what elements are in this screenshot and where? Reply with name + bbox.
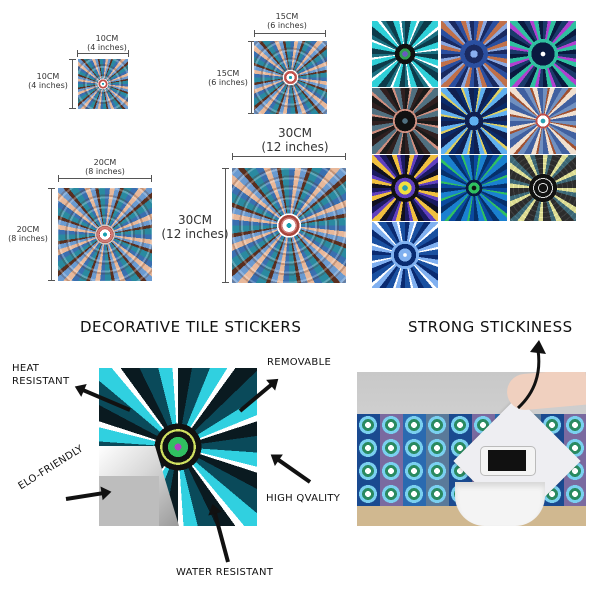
- backing-paper: [99, 476, 159, 526]
- pattern-tile-4[interactable]: [372, 88, 438, 154]
- height-inches: (4 inches): [28, 81, 68, 90]
- width-label-10cm: 10CM (4 inches): [82, 34, 132, 52]
- width-inches: (6 inches): [267, 21, 307, 30]
- width-cm: 10CM: [95, 34, 119, 43]
- tile-image-20cm: [58, 188, 152, 281]
- pattern-options-grid: [372, 21, 582, 291]
- width-dimension-line: [232, 153, 346, 160]
- curved-arrow-icon: [516, 340, 546, 410]
- width-label-15cm: 15CM (6 inches): [262, 12, 312, 30]
- pattern-tile-6[interactable]: [510, 88, 576, 154]
- height-cm: 10CM: [36, 72, 60, 81]
- height-cm: 30CM: [177, 213, 212, 227]
- height-inches: (6 inches): [208, 78, 248, 87]
- width-cm: 20CM: [93, 158, 117, 167]
- height-dimension-line: [69, 59, 76, 109]
- pattern-tile-3[interactable]: [510, 21, 576, 87]
- height-dimension-line: [248, 41, 255, 114]
- label-line-2: RESISTANT: [12, 376, 70, 387]
- phone: [480, 446, 536, 476]
- width-inches: (12 inches): [261, 140, 329, 154]
- height-dimension-line: [222, 168, 229, 283]
- pattern-tile-9[interactable]: [510, 155, 576, 221]
- stickiness-photo: [357, 372, 586, 526]
- stickiness-title: STRONG STICKINESS: [408, 318, 573, 336]
- feature-tile-image: [99, 368, 257, 526]
- feature-high-quality: HIGH QVALITY: [266, 493, 341, 504]
- tile-image-10cm: [78, 59, 128, 109]
- pattern-tile-9-ring: [510, 155, 576, 221]
- feature-heat-resistant: HEAT RESISTANT: [12, 362, 69, 388]
- height-inches: (12 inches): [161, 227, 229, 241]
- width-inches: (8 inches): [85, 167, 125, 176]
- width-dimension-line: [77, 50, 129, 57]
- height-label-10cm: 10CM (4 inches): [26, 72, 70, 90]
- feature-water-resistant: WATER RESISTANT: [176, 567, 274, 578]
- tile-image-15cm: [254, 41, 327, 114]
- width-inches: (4 inches): [87, 43, 127, 52]
- width-dimension-line: [254, 30, 326, 37]
- width-label-30cm: 30CM (12 inches): [255, 126, 335, 154]
- features-title: DECORATIVE TILE STICKERS: [80, 318, 302, 336]
- arrow-high-quality-icon: [276, 457, 312, 484]
- height-cm: 15CM: [216, 69, 240, 78]
- pattern-tile-8[interactable]: [441, 155, 507, 221]
- pattern-tile-7[interactable]: [372, 155, 438, 221]
- height-label-15cm: 15CM (6 inches): [206, 69, 250, 87]
- phone-screen: [488, 450, 526, 471]
- sink-basin: [455, 482, 545, 526]
- feature-eco-friendly: ELO-FRIENDLY: [16, 443, 86, 493]
- label-line-1: HEAT: [12, 363, 40, 374]
- width-cm: 15CM: [275, 12, 299, 21]
- pattern-tile-5[interactable]: [441, 88, 507, 154]
- pattern-tile-1[interactable]: [372, 21, 438, 87]
- feature-removable: REMOVABLE: [267, 357, 332, 368]
- height-label-30cm: 30CM (12 inches): [160, 213, 230, 241]
- width-cm: 30CM: [277, 126, 312, 140]
- height-label-20cm: 20CM (8 inches): [6, 225, 50, 243]
- pattern-tile-2[interactable]: [441, 21, 507, 87]
- height-inches: (8 inches): [8, 234, 48, 243]
- width-dimension-line: [58, 175, 152, 182]
- tile-image-30cm: [232, 168, 346, 283]
- width-label-20cm: 20CM (8 inches): [80, 158, 130, 176]
- height-cm: 20CM: [16, 225, 40, 234]
- height-dimension-line: [48, 188, 55, 281]
- pattern-tile-10[interactable]: [372, 222, 438, 288]
